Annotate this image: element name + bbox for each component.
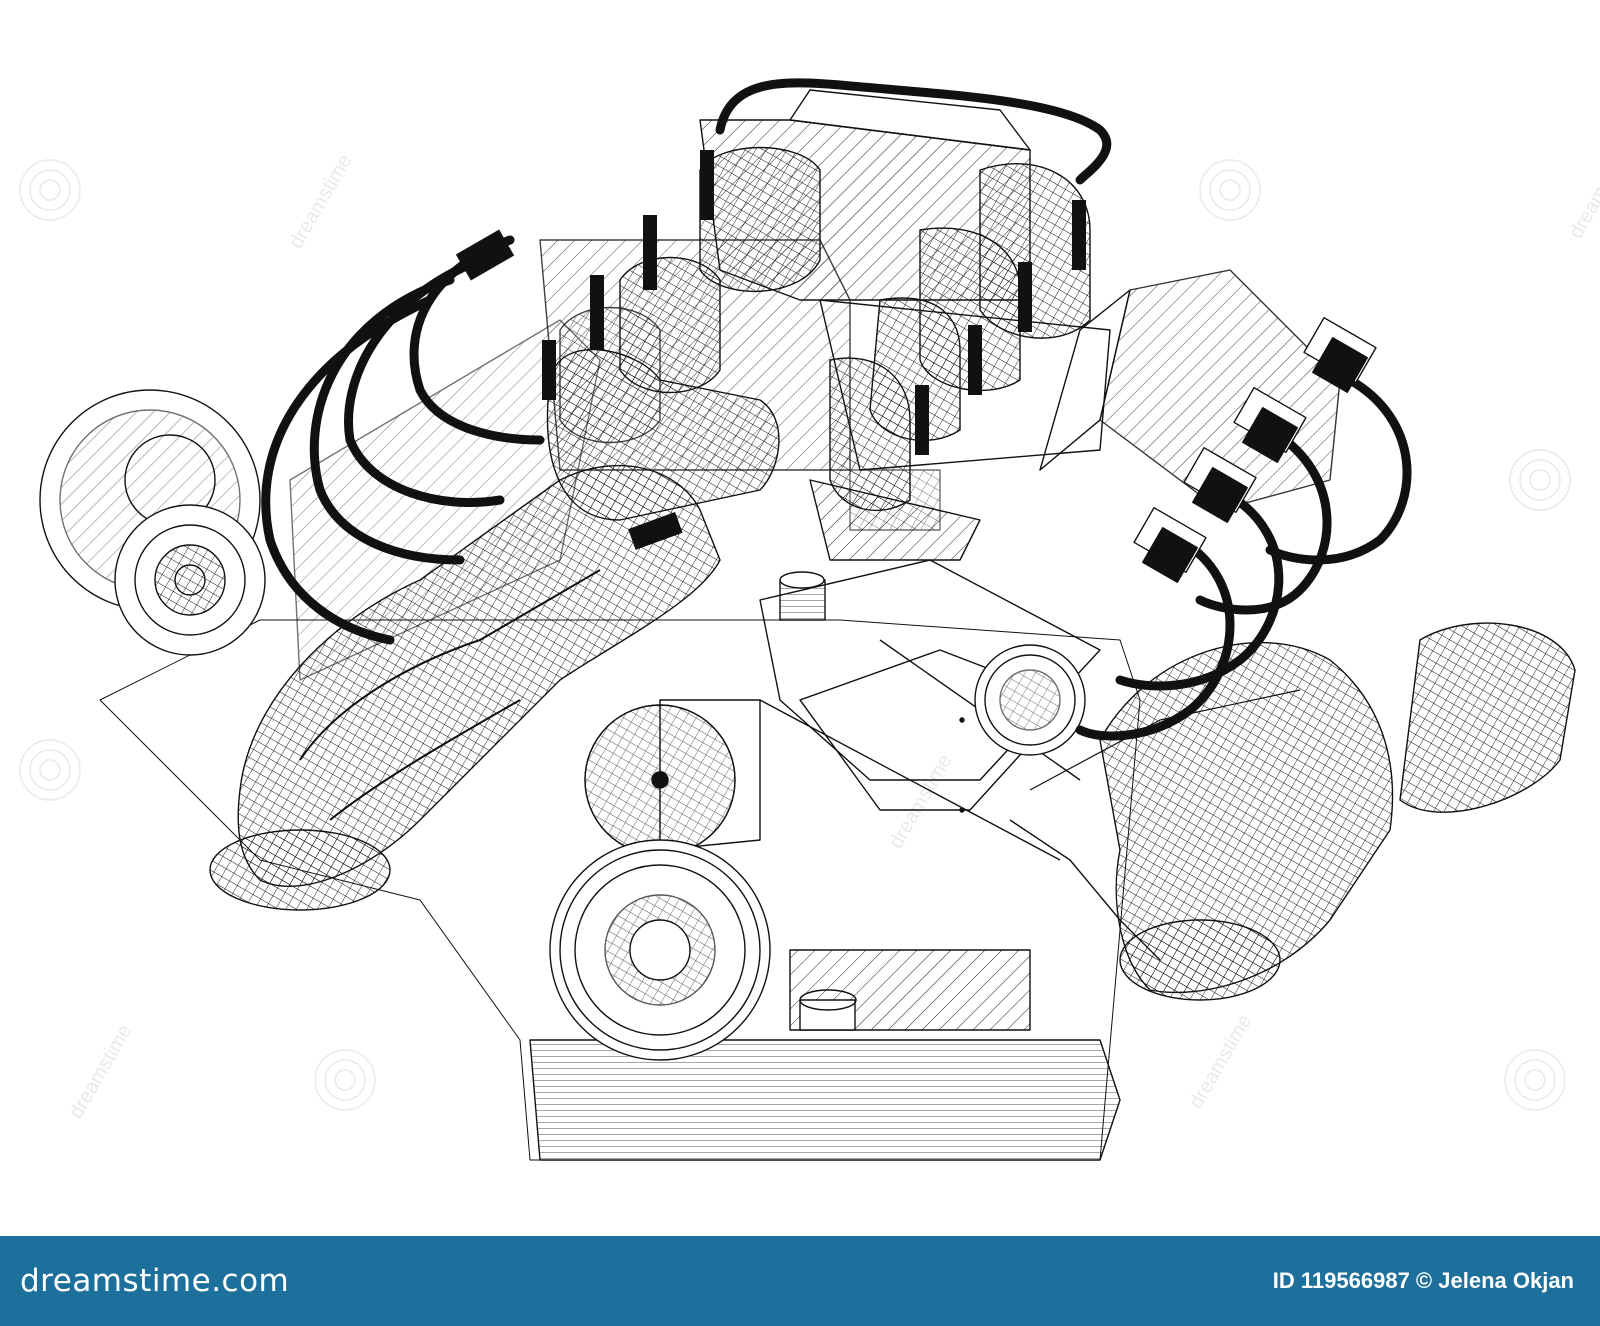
- ignition-coil-icon: [1183, 446, 1257, 524]
- dreamstime-spiral-watermark-icon: [314, 1049, 376, 1111]
- dreamstime-spiral-watermark-icon: [19, 159, 81, 221]
- watermark-text: dreamstime: [1565, 141, 1600, 242]
- brand-logo-text: dreamstime.com: [20, 1263, 290, 1299]
- spark-plug-wires-left: [261, 235, 545, 645]
- exhaust-manifold-left: [209, 464, 721, 911]
- ignition-coil-icon: [1233, 386, 1307, 464]
- engine-wireframe-drawing: dreamstime dreamstime dreamstime dreamst…: [19, 78, 1600, 1161]
- image-credit: ID 119566987 © Jelena Okjan: [1272, 1268, 1574, 1293]
- ignition-coil-icon: [1303, 316, 1377, 394]
- spark-plug-wires-right: [1075, 375, 1412, 741]
- top-hose: [715, 78, 1112, 185]
- dreamstime-spiral-watermark-icon: [1504, 1049, 1566, 1111]
- manifold-icon: [829, 163, 1091, 531]
- watermark-text: dreamstime: [65, 1021, 136, 1122]
- crank-pulley: [549, 839, 771, 1061]
- pulley-icon: [114, 504, 266, 656]
- ignition-coil-icon: [1133, 506, 1207, 584]
- watermark-text: dreamstime: [885, 751, 956, 852]
- injectors-right: [915, 200, 1086, 455]
- watermark-text: dreamstime: [1185, 1011, 1256, 1112]
- footer-bar: dreamstime.com ID 119566987 © Jelena Okj…: [0, 1236, 1600, 1326]
- pulley-icon: [974, 644, 1086, 756]
- watermark-text: dreamstime: [285, 151, 356, 252]
- exhaust-manifold-right: [1009, 622, 1576, 1001]
- injectors-left: [542, 150, 714, 400]
- dreamstime-spiral-watermark-icon: [1509, 449, 1571, 511]
- dreamstime-spiral-watermark-icon: [19, 739, 81, 801]
- oil-filler-cap: [779, 571, 826, 621]
- oil-pan: [529, 949, 1121, 1161]
- dreamstime-spiral-watermark-icon: [1199, 159, 1261, 221]
